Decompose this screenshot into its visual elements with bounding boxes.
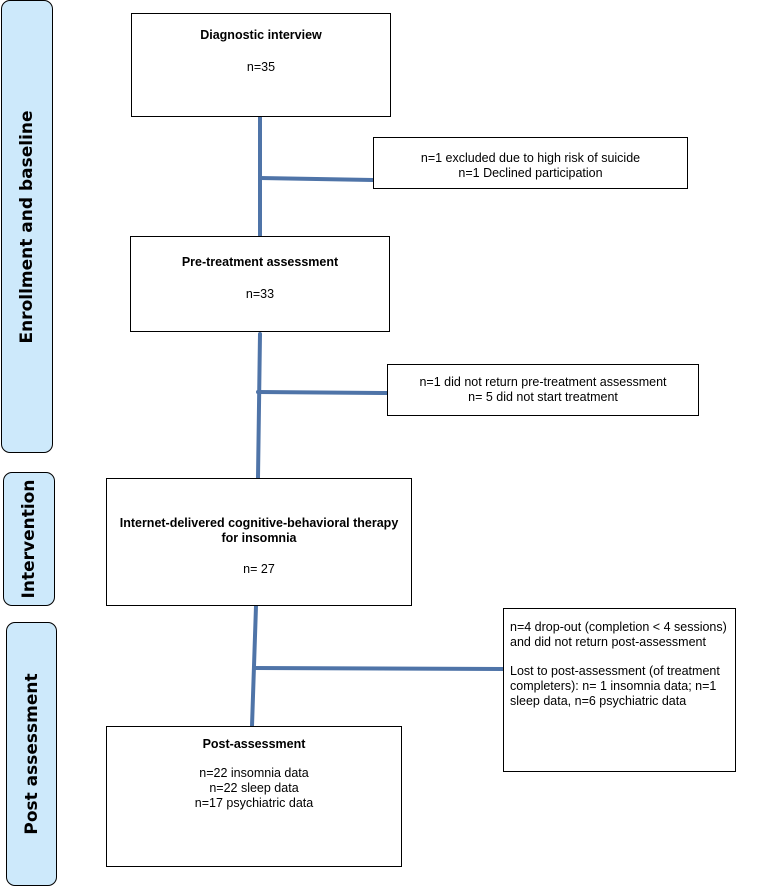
intervention-box: Internet-delivered cognitive-behavioral …	[106, 478, 412, 606]
connector-exclusion1-branch	[258, 176, 375, 182]
post-assessment-psychiatric: n=17 psychiatric data	[194, 796, 314, 810]
exclusion2-line2: n= 5 did not start treatment	[468, 390, 618, 404]
phase-post-label: Post assessment	[21, 673, 42, 835]
exclusion2-line1: n=1 did not return pre-treatment assessm…	[419, 375, 667, 389]
phase-post-assessment: Post assessment	[6, 622, 57, 886]
pretreatment-assessment-box: Pre-treatment assessment n=33	[130, 236, 390, 332]
pretreatment-assessment-count: n=33	[245, 287, 275, 301]
connector-exclusion2-branch	[256, 390, 389, 395]
exclusion-box-enrollment: n=1 excluded due to high risk of suicide…	[373, 137, 688, 189]
connector-intervention-to-post	[250, 604, 258, 728]
post-assessment-insomnia: n=22 insomnia data	[199, 766, 309, 780]
dropout-note: n=4 drop-out (completion < 4 sessions) a…	[510, 620, 727, 649]
lost-to-post-note: Lost to post-assessment (of treatment co…	[510, 664, 720, 708]
diagnostic-interview-count: n=35	[246, 60, 276, 74]
exclusion1-line2: n=1 Declined participation	[458, 166, 603, 180]
post-assessment-sleep: n=22 sleep data	[209, 781, 299, 795]
intervention-title: Internet-delivered cognitive-behavioral …	[119, 516, 399, 545]
phase-intervention-label: Intervention	[19, 479, 39, 599]
intervention-count: n= 27	[243, 562, 275, 576]
pretreatment-assessment-title: Pre-treatment assessment	[181, 255, 339, 269]
phase-enrollment-label: Enrollment and baseline	[17, 109, 37, 344]
post-assessment-box: Post-assessment n=22 insomnia data n=22 …	[106, 726, 402, 867]
exclusion1-line1: n=1 excluded due to high risk of suicide	[420, 151, 641, 165]
diagnostic-interview-title: Diagnostic interview	[200, 28, 322, 42]
connector-dropout-branch	[252, 666, 505, 671]
post-assessment-title: Post-assessment	[202, 737, 306, 751]
diagnostic-interview-box: Diagnostic interview n=35	[131, 13, 391, 117]
dropout-box: n=4 drop-out (completion < 4 sessions) a…	[503, 608, 736, 772]
exclusion-box-pretreatment: n=1 did not return pre-treatment assessm…	[387, 364, 699, 416]
phase-enrollment-baseline: Enrollment and baseline	[1, 0, 53, 453]
phase-intervention: Intervention	[3, 472, 55, 606]
connector-pretreatment-to-intervention	[256, 332, 262, 480]
